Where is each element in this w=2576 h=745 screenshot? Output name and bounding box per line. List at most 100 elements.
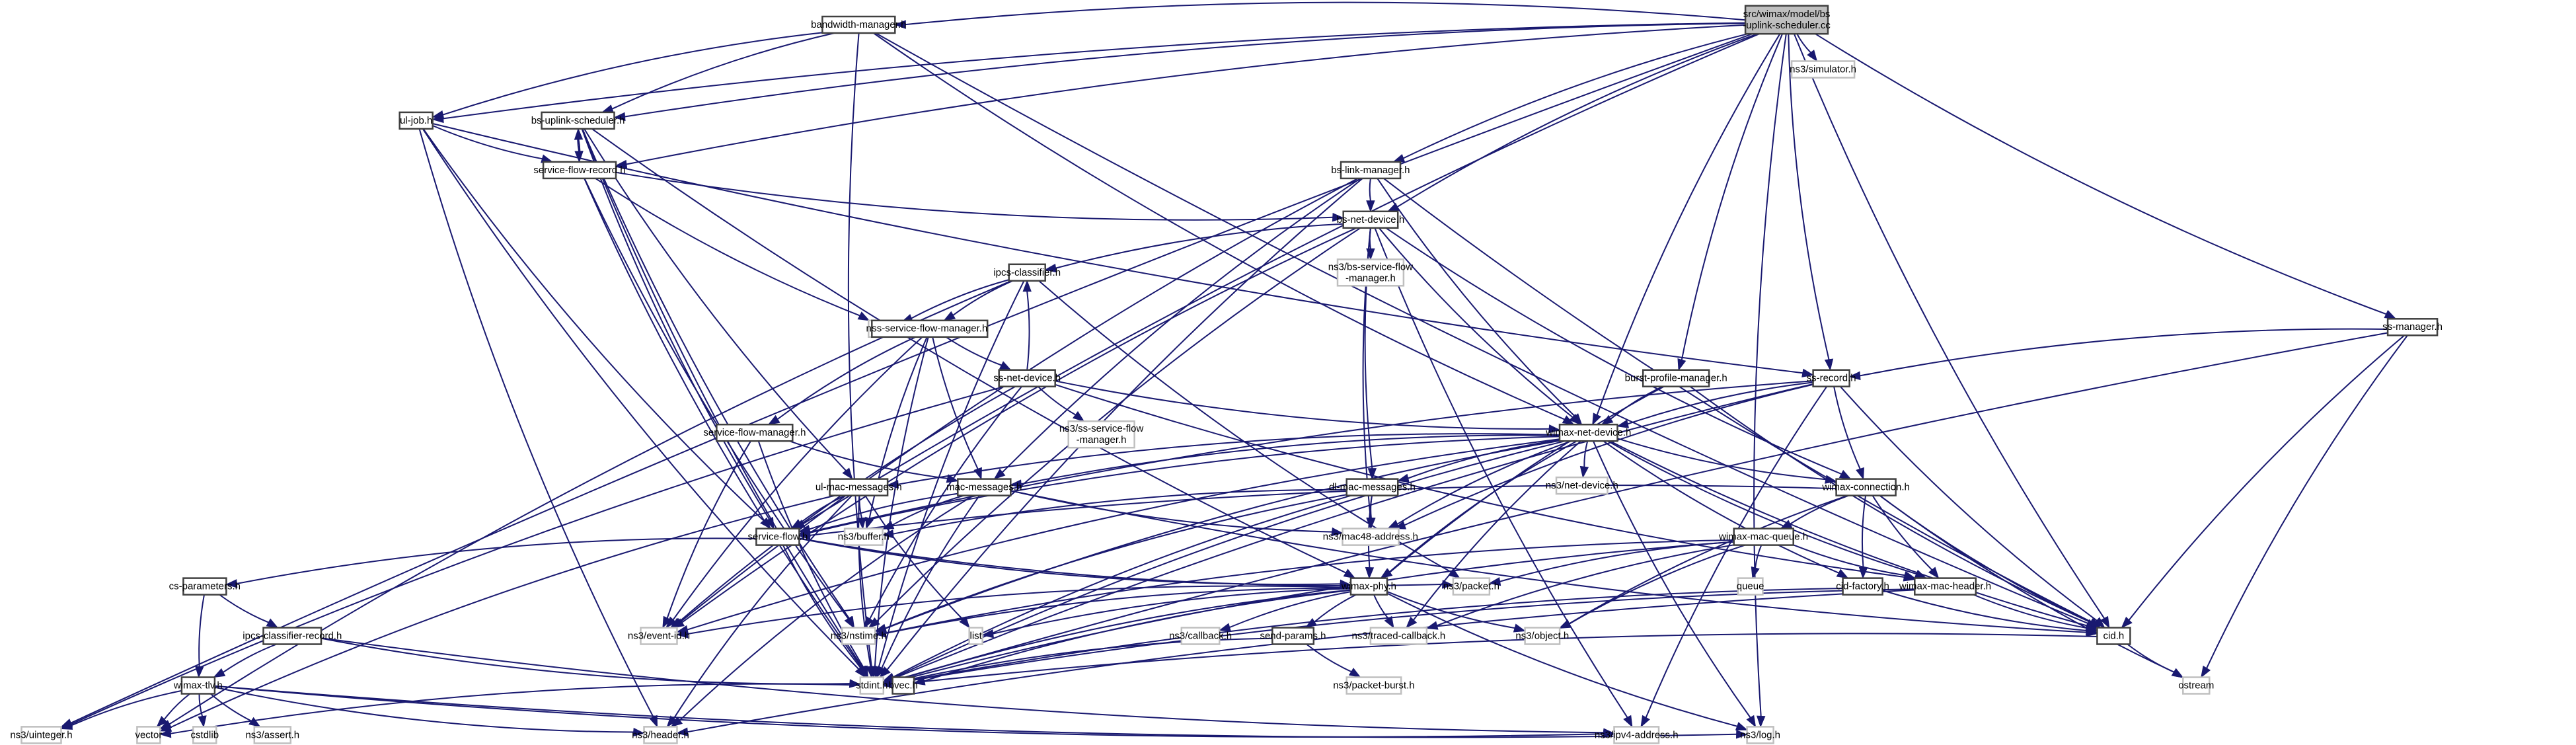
- node-ss-service-flow-manager[interactable]: ss-service-flow-manager.h: [871, 319, 989, 338]
- edge-line: [993, 588, 1351, 635]
- arrowhead-icon: [973, 467, 982, 480]
- edge-line: [595, 178, 860, 317]
- node-service-flow[interactable]: service-flow.h: [747, 528, 808, 546]
- arrowhead-icon: [1384, 615, 1394, 629]
- arrowhead-icon: [863, 615, 874, 629]
- edge-cid-to-ostream: [2127, 643, 2184, 678]
- edge-ss-record-to-wimax-connection: [1833, 386, 1864, 480]
- node-box: [1524, 627, 1561, 645]
- node-label: ostream: [2178, 680, 2214, 691]
- edge-line: [885, 539, 1734, 634]
- node-root[interactable]: src/wimax/model/bs-uplink-scheduler.cc: [1743, 5, 1831, 35]
- edge-line: [1840, 386, 2098, 621]
- node-ipcs-classifier[interactable]: ipcs-classifier.h: [993, 263, 1061, 282]
- node-cid[interactable]: cid.h: [2096, 627, 2131, 645]
- edge-root-to-bs-link-manager: [1392, 33, 1749, 163]
- node-label: send-params.h: [1260, 631, 1326, 642]
- edge-line: [893, 541, 1734, 683]
- node-wimax-net-device[interactable]: wimax-net-device.h: [1545, 423, 1631, 442]
- node-dl-mac-messages[interactable]: dl-mac-messages.h: [1329, 478, 1416, 496]
- arrowhead-icon: [574, 151, 584, 163]
- node-box: [640, 627, 678, 645]
- node-wimax-mac-queue[interactable]: wimax-mac-queue.h: [1718, 528, 1808, 546]
- edge-line: [952, 280, 1013, 316]
- node-label: ipcs-classifier-record.h: [243, 631, 342, 642]
- arrowhead-icon: [1488, 577, 1501, 586]
- node-ul-job[interactable]: ul-job.h: [398, 111, 434, 130]
- edge-line: [666, 440, 751, 619]
- edge-line: [214, 685, 1737, 738]
- node-label: ss-manager.h: [2382, 321, 2443, 333]
- node-service-flow-manager[interactable]: service-flow-manager.h: [703, 423, 806, 442]
- edge-wimax-connection-to-wimax-mac-queue: [1780, 494, 1850, 529]
- node-box: [542, 161, 617, 180]
- edge-ss-manager-to-ss-record: [1848, 328, 2388, 381]
- node-label: wimax-net-device.h: [1545, 427, 1631, 438]
- edge-line: [893, 588, 1843, 684]
- arrowhead-icon: [866, 666, 876, 678]
- arrowhead-icon: [1367, 468, 1377, 481]
- edges-layer: [60, 1, 2408, 739]
- node-ul-mac-messages[interactable]: ul-mac-messages.h: [815, 478, 902, 496]
- node-ss-manager[interactable]: ss-manager.h: [2382, 318, 2443, 336]
- edge-line: [1386, 592, 1737, 727]
- edge-bs-uplink-scheduler-to-ul-mac-messages: [584, 128, 853, 480]
- arrowhead-icon: [266, 618, 279, 629]
- edge-ipcs-classifier-to-ptr: [900, 279, 1009, 323]
- node-bvec[interactable]: bvec.h: [889, 676, 918, 695]
- node-bandwidth-manager[interactable]: bandwidth-manager.h: [811, 15, 906, 34]
- node-send-params[interactable]: send-params.h: [1260, 627, 1326, 645]
- edge-line: [578, 139, 581, 163]
- node-wimax-tlv[interactable]: wimax-tlv.h: [173, 676, 223, 695]
- arrowhead-icon: [1380, 568, 1392, 579]
- node-box: [1642, 369, 1710, 387]
- edge-wimax-phy-to-traced-callback: [1373, 594, 1394, 629]
- node-burst-profile-manager[interactable]: burst-profile-manager.h: [1625, 369, 1727, 387]
- arrowhead-icon: [1801, 368, 1815, 377]
- edge-line: [1617, 438, 1826, 481]
- node-wimax-connection[interactable]: wimax-connection.h: [1821, 478, 1910, 496]
- node-mac-messages[interactable]: mac-messages.h: [946, 478, 1022, 496]
- arrowhead-icon: [790, 519, 803, 529]
- edge-line: [886, 178, 1363, 670]
- node-box: [2182, 676, 2211, 695]
- node-cid-factory[interactable]: cid-factory.h: [1836, 577, 1889, 596]
- node-ss-net-device[interactable]: ss-net-device.h: [993, 369, 1061, 387]
- node-cstdlib: cstdlib: [191, 726, 219, 744]
- edge-line: [169, 280, 1012, 725]
- edge-service-flow-record-to-nstime: [584, 178, 854, 629]
- edge-line: [874, 336, 929, 667]
- node-box: [1746, 726, 1774, 744]
- node-box: [541, 111, 615, 130]
- node-label: ss-record.h: [1807, 373, 1856, 384]
- edge-ss-service-flow-manager-to-service-flow-manager: [767, 336, 917, 425]
- edge-root-to-ss-record: [1788, 34, 1834, 372]
- edge-wimax-tlv-to-uinteger: [60, 689, 182, 730]
- node-ipv4-address: ns3/ipv4-address.h: [1595, 726, 1679, 744]
- node-header: ns3/header.h: [632, 726, 689, 744]
- node-box: [891, 676, 915, 695]
- edge-root-to-uinteger: [60, 33, 1753, 728]
- edge-line: [809, 492, 958, 530]
- node-bs-link-manager[interactable]: bs-link-manager.h: [1331, 161, 1410, 180]
- node-ss-record[interactable]: ss-record.h: [1807, 369, 1856, 387]
- arrowhead-icon: [1751, 566, 1760, 579]
- node-label: wimax-mac-queue.h: [1718, 531, 1808, 543]
- edge-line: [893, 589, 1351, 682]
- edge-root-to-log: [1753, 34, 1787, 728]
- node-bs-uplink-scheduler[interactable]: bs-uplink-scheduler.h: [531, 111, 625, 130]
- node-service-flow-record[interactable]: service-flow-record.h: [533, 161, 626, 180]
- edge-service-flow-to-stdint: [782, 545, 868, 678]
- node-traced-callback: ns3/traced-callback.h: [1352, 627, 1445, 645]
- node-ns3-ss-service-flow-manager: ns3/ss-service-flow-manager.h: [1059, 420, 1144, 449]
- edge-line: [1408, 439, 1560, 479]
- node-wimax-mac-header[interactable]: wimax-mac-header.h: [1899, 577, 1991, 596]
- arrowhead-icon: [1807, 50, 1818, 62]
- node-wimax-phy[interactable]: wimax-phy.h: [1341, 577, 1396, 596]
- edge-line: [1386, 590, 1515, 629]
- arrowhead-icon: [857, 517, 866, 530]
- node-bs-net-device[interactable]: bs-net-device.h: [1337, 210, 1405, 229]
- node-cs-parameters[interactable]: cs-parameters.h: [169, 577, 241, 596]
- arrowhead-icon: [195, 666, 204, 678]
- node-ipcs-classifier-record[interactable]: ipcs-classifier-record.h: [243, 627, 342, 645]
